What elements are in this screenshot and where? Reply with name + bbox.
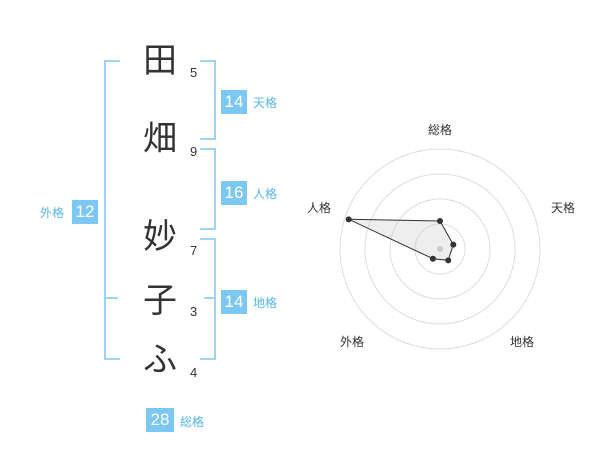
jinkaku-value-badge: 16 (221, 181, 247, 205)
radar-ring (389, 198, 491, 300)
tenkaku-bracket (200, 60, 216, 140)
gaikaku-bracket-tick (104, 297, 118, 299)
radar-axis-label-gaikaku: 外格 (340, 335, 365, 349)
radar-point (429, 255, 436, 262)
soukaku-value-badge: 28 (146, 408, 174, 432)
name-char-3: 妙 (143, 217, 177, 257)
radar-point (450, 241, 457, 248)
radar-points (345, 216, 457, 264)
radar-axis-label-tenkaku: 天格 (551, 201, 576, 215)
stroke-count-3: 7 (190, 243, 198, 258)
radar-center-dot (437, 246, 443, 252)
name-char-1: 田 (143, 41, 177, 81)
gaikaku-value-badge: 12 (72, 200, 98, 224)
jinkaku-label: 人格 (253, 187, 278, 201)
jinkaku-bracket (200, 148, 216, 230)
radar-axis-label-soukaku: 総格 (428, 123, 453, 137)
chikaku-bracket-tick (204, 297, 216, 299)
stroke-count-1: 5 (190, 65, 198, 80)
radar-ring (339, 148, 541, 350)
radar-axis-label-chikaku: 地格 (510, 335, 535, 349)
radar-series-polygon (348, 218, 454, 261)
name-char-5: ふ (143, 340, 177, 380)
stroke-count-4: 3 (190, 304, 198, 319)
chikaku-bracket (200, 238, 216, 360)
radar-axis-label-jinkaku: 人格 (307, 201, 332, 215)
radar-rings (339, 148, 541, 350)
gaikaku-bracket (104, 60, 120, 360)
chikaku-value-badge: 14 (221, 290, 247, 314)
tenkaku-value-badge: 14 (221, 90, 247, 114)
tenkaku-label: 天格 (253, 96, 278, 110)
radar-ring (364, 173, 516, 325)
chikaku-label: 地格 (253, 296, 278, 310)
stroke-count-2: 9 (190, 144, 198, 159)
name-char-4: 子 (143, 281, 177, 321)
name-char-2: 畑 (143, 119, 177, 159)
soukaku-label: 総格 (180, 415, 205, 429)
gaikaku-label: 外格 (40, 206, 65, 220)
stroke-count-5: 4 (190, 365, 198, 380)
radar-point (445, 257, 452, 264)
radar-point (345, 216, 352, 223)
radar-point (437, 218, 443, 224)
